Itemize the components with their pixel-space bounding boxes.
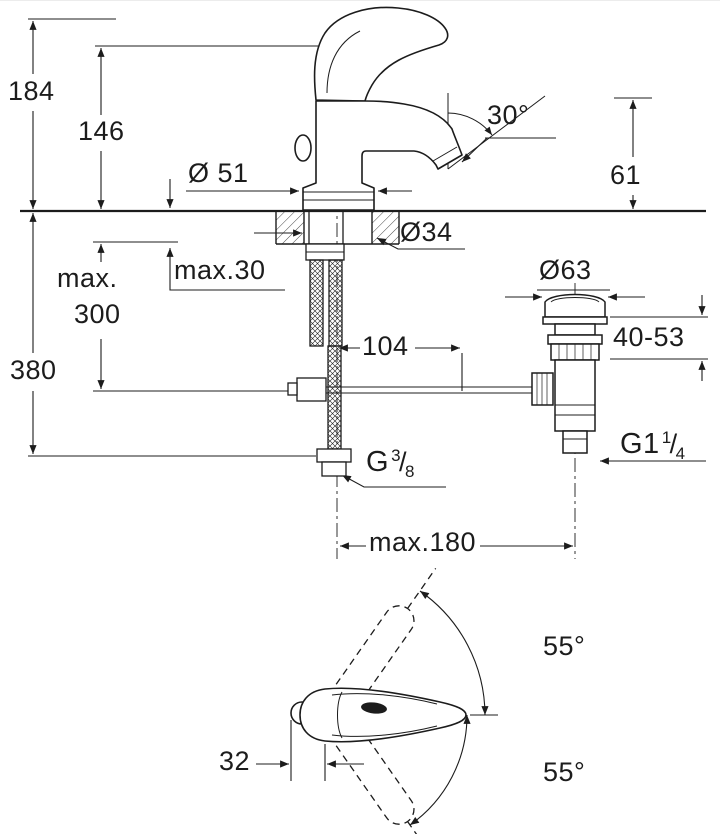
extension-lines	[28, 18, 708, 781]
hose-connector-end	[321, 461, 347, 477]
waste-body	[554, 359, 596, 432]
dim-hose-length-value: 300	[74, 299, 121, 329]
drain-assembly	[531, 293, 608, 454]
waste-neck	[554, 323, 596, 336]
dim-base-diameter: Ø 51	[188, 158, 249, 188]
waste-thread-denominator: 4	[675, 444, 686, 463]
dim-overall-height: 184	[8, 76, 55, 106]
dimension-lines	[29, 21, 706, 768]
dim-deck-thickness: max.30	[174, 255, 266, 285]
waste-tailpiece	[562, 430, 588, 454]
dim-swivel-angle-down: 55°	[543, 757, 586, 787]
swivel-arc-down	[409, 714, 471, 826]
dim-clamp-range: 40-53	[613, 322, 685, 352]
rod-clamp	[296, 377, 327, 402]
waste-seal	[547, 334, 603, 345]
dim-handle-width: 32	[219, 746, 251, 776]
supply-thread-denominator: 8	[405, 462, 416, 481]
dim-hole-diameter: Ø34	[400, 217, 453, 247]
waste-flange-dome	[544, 293, 606, 318]
supply-thread-slash: /	[399, 447, 408, 477]
dim-spout-angle: 30°	[487, 100, 530, 130]
handle-outline	[299, 687, 467, 743]
dim-body-height: 146	[78, 116, 125, 146]
supply-hose-lower	[327, 345, 342, 450]
supply-thread-numerator: 3	[391, 446, 402, 465]
waste-thread-slash: /	[669, 429, 678, 459]
waste-thread-numerator: 1	[661, 428, 672, 447]
handle-indicator-dot	[361, 702, 387, 714]
under-deck-parts	[287, 211, 533, 477]
faucet-body-spout	[302, 100, 463, 211]
dim-hose-length-word: max.	[57, 263, 118, 293]
dim-spout-height: 61	[610, 160, 642, 190]
handle-top-view	[290, 567, 498, 834]
counter-deck	[20, 209, 706, 245]
dim-max-projection: max.180	[369, 527, 477, 557]
deck-hatch-right	[372, 211, 399, 244]
faucet-lever	[313, 6, 449, 102]
rod-knob	[531, 372, 554, 406]
supply-thread-prefix: G	[366, 446, 390, 478]
dim-waste-flange-diameter: Ø63	[539, 255, 592, 285]
lever-loop	[294, 134, 312, 162]
waste-flange-ring	[542, 316, 608, 325]
dim-below-counter-depth: 380	[10, 355, 57, 385]
deck-hatch-left	[276, 211, 304, 244]
faucet-side-view	[294, 6, 463, 211]
supply-hose-left	[309, 259, 324, 347]
clamp-screw	[287, 382, 298, 396]
waste-thread-prefix: G1	[620, 428, 660, 460]
dim-swivel-angle-up: 55°	[543, 631, 586, 661]
dim-rod-offset: 104	[362, 331, 409, 361]
swivel-arc-up	[419, 590, 489, 716]
hose-connector-nut	[316, 448, 352, 463]
supply-hose-right	[328, 259, 343, 347]
